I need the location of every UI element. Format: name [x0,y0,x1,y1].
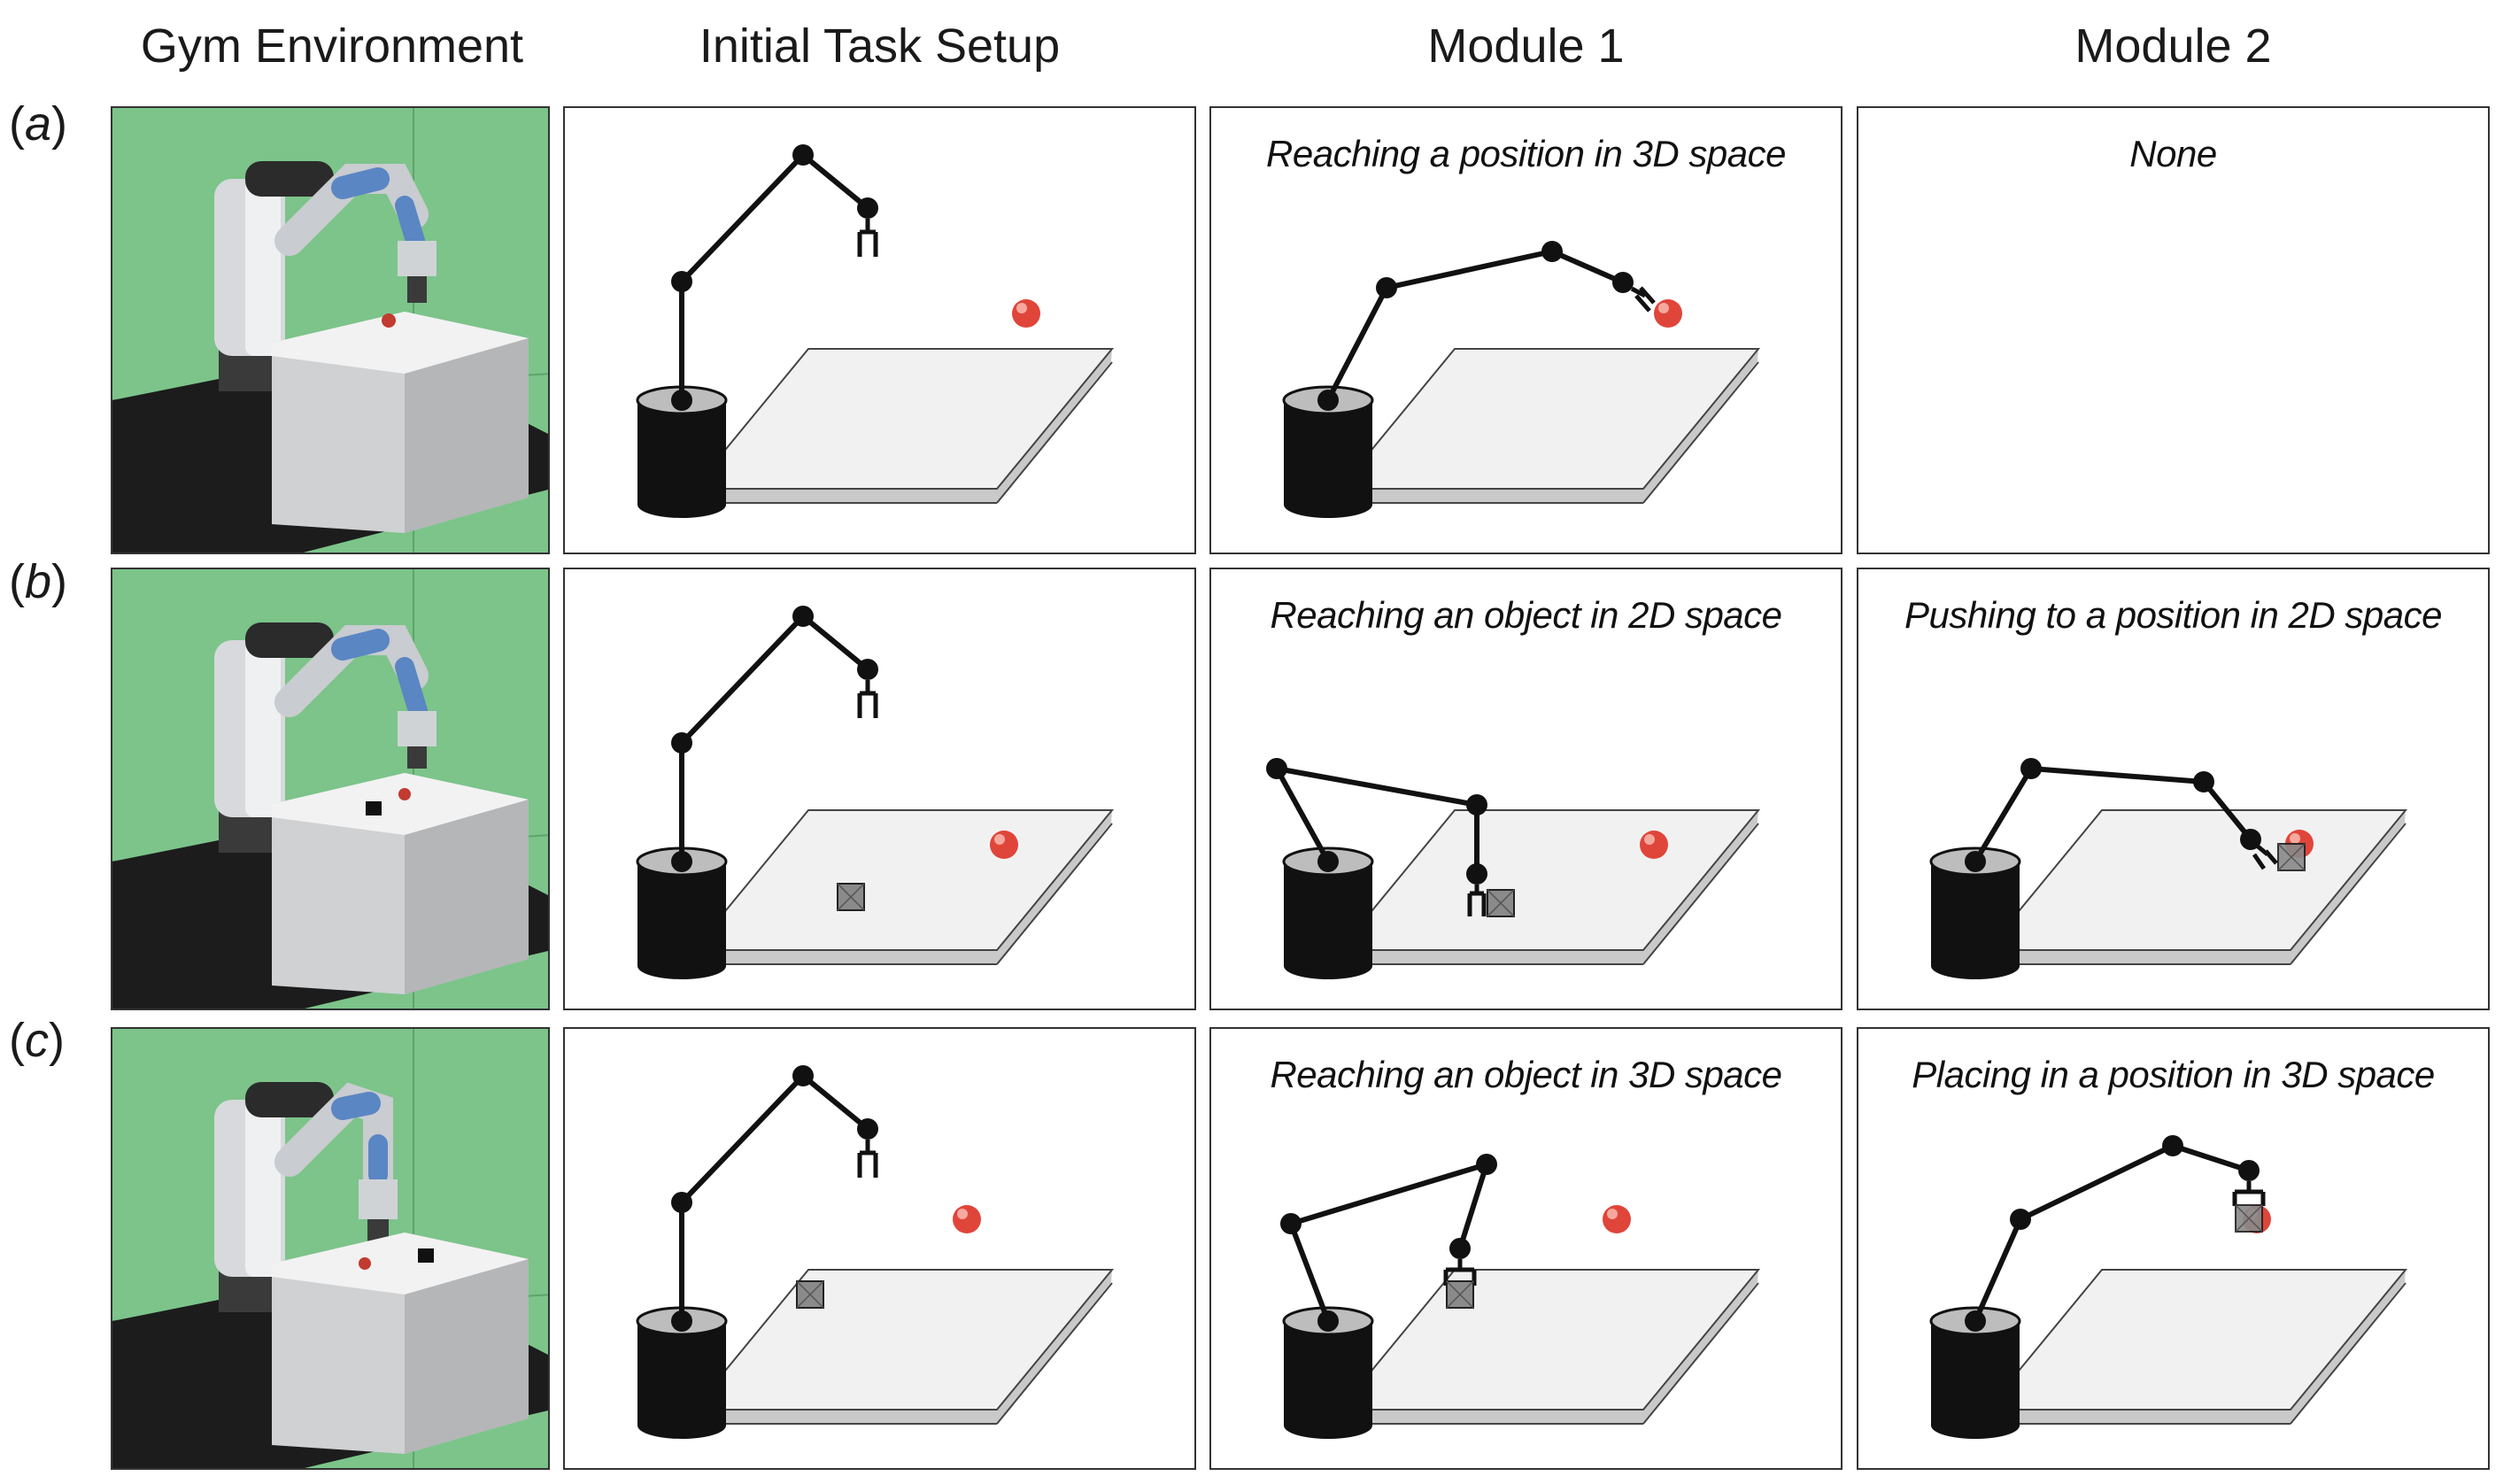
target-sphere [953,1205,981,1233]
panel-c-module-1: Reaching an object in 3D space [1209,1027,1842,1470]
table [691,809,1115,965]
table [1984,809,2408,965]
table [1984,1269,2408,1425]
robot-base [636,385,728,518]
panel-b-module-2: Pushing to a position in 2D space [1857,568,2490,1010]
object-cube [837,883,865,911]
panel-c-initial-setup [563,1027,1196,1470]
robot-arm [671,1065,878,1332]
panel-b-initial-setup [563,568,1196,1010]
robot-arm [1965,1135,2266,1332]
column-header-initial-task-setup: Initial Task Setup [699,19,1061,73]
table [691,1269,1115,1425]
column-header-module-2: Module 2 [2074,19,2272,73]
robot-arm [671,144,878,411]
object-cube [2235,1204,2263,1233]
gym-render-a-image [112,108,548,553]
target-sphere [1603,1205,1631,1233]
module-2-caption-c: Placing in a position in 3D space [1912,1054,2435,1095]
table [1337,1269,1761,1425]
table [691,348,1115,504]
target-sphere [990,831,1018,859]
gym-render-a [111,106,550,554]
robot-arm [1266,758,1487,916]
panel-b-module-1: Reaching an object in 2D space [1209,568,1842,1010]
module-2-caption-a: None [2129,133,2217,174]
panel-c-module-2: Placing in a position in 3D space [1857,1027,2490,1470]
target-sphere [1012,299,1040,328]
gym-render-c-image [112,1029,548,1468]
module-1-caption-a: Reaching a position in 3D space [1266,133,1786,174]
robot-base [1282,385,1374,518]
robot-base [1282,846,1374,979]
robot-arm [1280,1154,1497,1332]
robot-arm [1317,241,1656,411]
panel-a-initial-setup [563,106,1196,554]
robot-arm [671,606,878,872]
column-header-module-1: Module 1 [1427,19,1625,73]
row-label-c: (c) [9,1014,65,1067]
target-sphere [1640,831,1668,859]
gym-render-b-image [112,569,548,1009]
object-cube [2277,843,2306,871]
column-header-gym-environment: Gym Environment [140,19,524,73]
table [1337,348,1761,504]
robot-arm [1965,758,2278,872]
row-label-b: (b) [9,555,68,608]
gym-render-b [111,568,550,1010]
module-2-caption-b: Pushing to a position in 2D space [1904,594,2442,636]
object-cube [796,1280,824,1309]
object-cube [1487,889,1515,917]
robot-base [1282,1306,1374,1439]
row-label-a: (a) [9,97,68,151]
object-cube [1446,1280,1474,1309]
module-1-caption-b: Reaching an object in 2D space [1270,594,1782,636]
panel-a-module-2: None [1857,106,2490,554]
table [1337,809,1761,965]
module-1-caption-c: Reaching an object in 3D space [1270,1054,1782,1095]
panel-a-module-1: Reaching a position in 3D space [1209,106,1842,554]
target-sphere [1654,299,1682,328]
gym-render-c [111,1027,550,1470]
